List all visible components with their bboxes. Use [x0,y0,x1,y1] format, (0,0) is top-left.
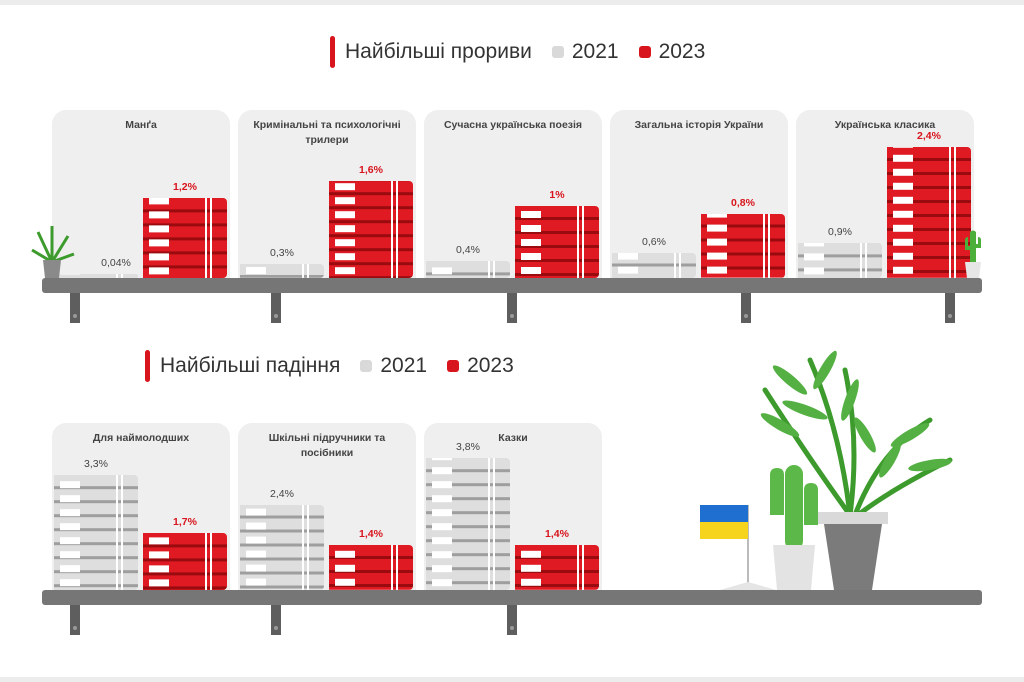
shelf-bracket [945,293,955,323]
bar-2023 [887,147,971,278]
value-label-2021: 0,3% [270,247,294,260]
bar-2021 [612,253,696,278]
legend-swatch-2021 [551,46,564,58]
bar-2023 [329,180,413,278]
category-title: Кримінальні та психологічні трилери [253,119,401,146]
bar-2023 [515,545,599,590]
plant-pot-icon [818,512,888,590]
shelf-bottom [42,590,982,605]
bar-2021 [240,505,324,590]
category-panel: Українська класика 0,9% 2,4% [796,110,974,278]
legend-title: Найбільші прориви [345,40,532,63]
category-panel: Для наймолодших 3,3% 1,7% [52,423,230,590]
shelf-top [42,278,982,293]
bar-2021 [798,242,882,278]
bar-2023 [143,532,227,590]
legend-label-2021: 2021 [380,354,428,377]
value-label-2023: 1,7% [173,515,197,528]
bar-2023 [701,214,785,278]
value-label-2021: 0,6% [642,236,666,249]
legend-swatch-2021 [360,360,373,372]
shelf-bracket [271,293,281,323]
category-title: Українська класика [834,119,936,131]
legend-bottom: Найбільші падіння 2021 2023 [145,350,514,382]
category-panel: Кримінальні та психологічні трилери 0,3% 1… [238,110,416,278]
bar-2021 [240,264,324,278]
shelf-bracket [507,293,517,323]
small-cactus-icon [965,230,981,278]
cactus-pot-icon [773,545,815,590]
cactus-icon [770,465,818,550]
category-title: Сучасна українська поезія [443,119,583,131]
top-edge [0,0,1024,5]
legend-label-2023: 2023 [658,40,706,63]
value-label-2023: 2,4% [917,130,941,143]
value-label-2021: 3,3% [84,457,108,470]
bottom-edge [0,677,1024,682]
category-panel: Шкільні підручники та посібники 2,4% 1,4% [238,423,416,590]
legend-swatch-2023 [447,360,460,372]
bar-2021 [54,273,138,278]
bar-2023 [515,206,599,278]
category-title: Казки [498,432,528,444]
value-label-2023: 1,6% [359,163,383,176]
legend-swatch-2023 [638,46,651,58]
value-label-2021: 0,9% [828,225,852,238]
value-label-2021: 2,4% [270,488,294,501]
value-label-2023: 1% [549,189,565,201]
value-label-2021: 3,8% [456,440,480,453]
ukraine-flag-icon [700,505,776,590]
small-plant-icon [31,226,75,278]
value-label-2021: 0,4% [456,243,480,256]
legend-top: Найбільші прориви 2021 2023 [330,36,705,68]
category-panel: Загальна історія України 0,6% 0,8% [610,110,788,278]
category-panel: Манґа 0,04% 1,2% [52,110,230,278]
value-label-2023: 1,4% [359,528,383,541]
leaves [760,350,952,478]
bar-2023 [143,197,227,278]
value-label-2023: 1,2% [173,180,197,193]
shelf-bracket [741,293,751,323]
category-title: Манґа [125,119,157,131]
legend-accent-bar [145,350,150,382]
shelf-bracket [507,605,517,635]
bar-2021 [54,474,138,590]
category-panel: Сучасна українська поезія 0,4% 1% [424,110,602,278]
legend-label-2021: 2021 [571,40,619,63]
bar-2021 [426,260,510,278]
legend-title: Найбільші падіння [160,354,341,377]
category-title: Шкільні підручники та посібники [268,432,386,459]
shelf-bracket [70,293,80,323]
value-label-2023: 0,8% [731,197,755,210]
legend-accent-bar [330,36,335,68]
decor-plants-and-flag [700,350,953,590]
bar-2023 [329,545,413,590]
legend-label-2023: 2023 [467,354,514,377]
shelf-bracket [271,605,281,635]
category-panel: Казки 3,8% 1,4% [424,423,602,590]
bar-2021 [426,457,510,590]
value-label-2021: 0,04% [101,256,131,269]
category-title: Загальна історія України [634,119,764,131]
value-label-2023: 1,4% [545,528,569,541]
category-title: Для наймолодших [92,432,190,444]
shelf-bracket [70,605,80,635]
